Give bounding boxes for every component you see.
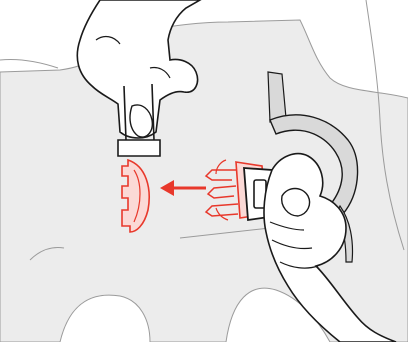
buckle-top-loop <box>118 140 160 156</box>
